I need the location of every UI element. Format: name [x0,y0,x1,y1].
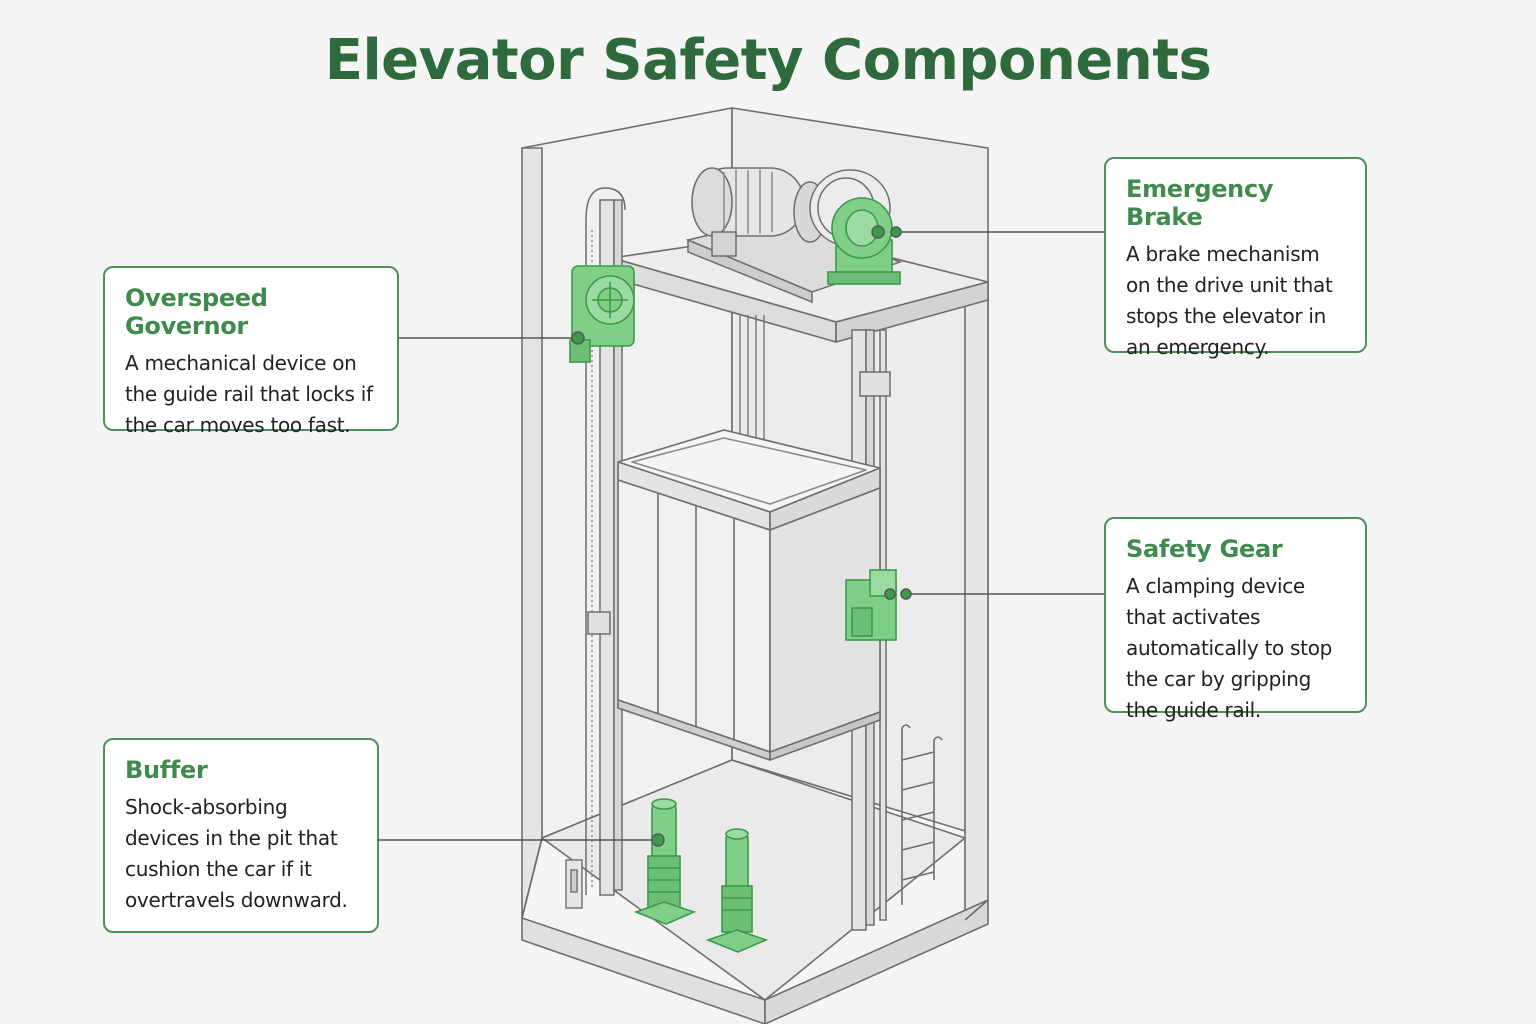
callout-title: Buffer [125,756,208,784]
callout-emergency-brake: Emergency Brake A brake mechanism on the… [1104,157,1367,359]
elevator-car [617,429,881,761]
overspeed-governor-highlight [569,265,635,363]
callout-description: A mechanical device on the guide rail th… [125,351,373,437]
page-title: Elevator Safety Components [324,28,1212,93]
base-slab-right [764,899,989,1024]
safety-gear-highlight [845,569,897,641]
leader-lines [378,225,1106,847]
shaft-left-wall-edge [521,147,543,919]
pit-switch [565,859,583,909]
callout-buffer: Buffer Shock-absorbing devices in the pi… [103,738,379,933]
emergency-brake-highlight [827,197,901,285]
buffer-highlight-2 [705,828,769,953]
callout-safety-gear: Safety Gear A clamping device that activ… [1104,517,1367,722]
callout-description: A brake mechanism on the drive unit that… [1126,242,1333,359]
callout-title: Emergency Brake [1126,175,1274,231]
pit-ladder [901,724,943,905]
base-slab-left [521,917,766,1024]
callout-description: A clamping device that activates automat… [1126,574,1333,722]
callout-title: Safety Gear [1126,535,1283,563]
callout-title: Overspeed Governor [125,284,268,340]
callout-overspeed-governor: Overspeed Governor A mechanical device o… [103,266,399,437]
buffer-highlight-1 [633,798,697,925]
shaft-right-wall [964,297,989,921]
callout-description: Shock-absorbing devices in the pit that … [125,795,348,912]
